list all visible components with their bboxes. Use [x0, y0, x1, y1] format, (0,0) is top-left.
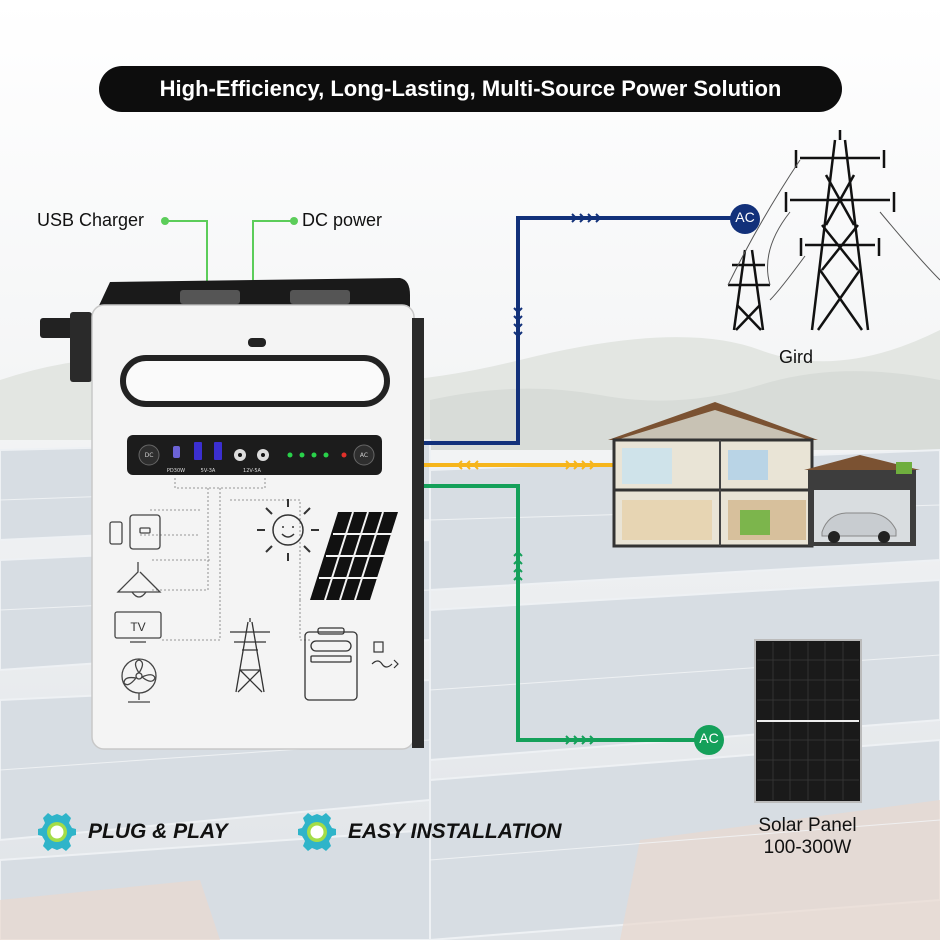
solar-label-line2: 100-300W	[763, 837, 852, 858]
feature-easy-installation: EASY INSTALLATION	[348, 820, 562, 843]
ac-button	[353, 444, 375, 466]
solar-ac-badge-label: AC	[699, 730, 719, 746]
dc-button	[138, 444, 160, 466]
mini-tower-icon	[230, 618, 270, 693]
usb-charger-label: USB Charger	[37, 210, 145, 230]
grid-line-arrows	[513, 213, 602, 338]
dc-power-label: DC power	[302, 210, 383, 230]
solar-connection-line	[420, 484, 695, 742]
sun-icon	[257, 499, 319, 561]
grid-ac-badge	[730, 204, 760, 234]
grid-label: Gird	[779, 347, 814, 367]
solar-panel-label: Solar Panel 100-300W	[730, 815, 885, 859]
banner-title: High-Efficiency, Long-Lasting, Multi-Sou…	[99, 66, 842, 112]
tv-label: TV	[130, 620, 145, 634]
grid-connection-line	[420, 216, 745, 445]
port-pd-label: PD30W	[167, 468, 185, 474]
solar-ac-badge	[694, 725, 724, 755]
mini-solar-panel-icon	[310, 511, 398, 601]
grid-ac-badge-label: AC	[735, 209, 755, 225]
solar-line-arrows	[513, 550, 596, 745]
dc-button-label: DC	[145, 452, 154, 459]
port-dc-label: 12V-5A	[243, 468, 261, 474]
mini-power-station-icon	[304, 627, 358, 701]
house-line-arrows	[456, 460, 596, 470]
solar-label-line1: Solar Panel	[758, 815, 857, 836]
port-usb-label: 5V-3A	[201, 468, 216, 474]
feature-plug-play: PLUG & PLAY	[88, 820, 228, 843]
ac-button-label: AC	[360, 452, 368, 459]
